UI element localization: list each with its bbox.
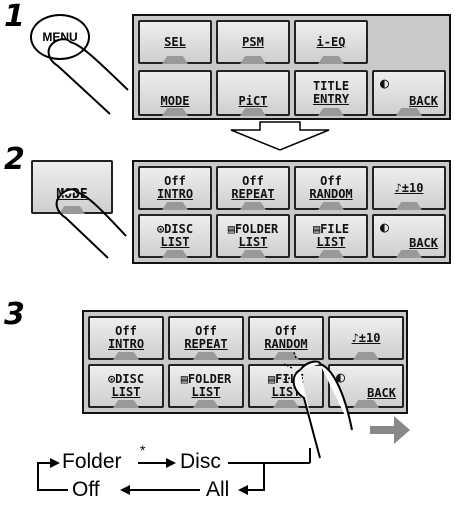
step-number-2: 2 xyxy=(4,145,25,175)
back-button[interactable]: ◐BACK xyxy=(372,70,446,116)
step-number-3: 3 xyxy=(4,300,25,330)
pressing-hand-icon-3 xyxy=(280,350,370,460)
mode-menu-button[interactable]: MODE xyxy=(138,70,212,116)
back-dial-icon: ◐ xyxy=(380,76,389,92)
pressing-hand-icon xyxy=(40,30,130,120)
step-number-1: 1 xyxy=(4,2,25,32)
cycle-off-label: Off xyxy=(72,478,100,502)
back-dial-icon-2: ◐ xyxy=(380,220,389,236)
cycle-all-label: All xyxy=(206,478,229,502)
sel-button[interactable]: SEL xyxy=(138,20,212,64)
down-arrow-icon xyxy=(225,120,335,152)
folder-asterisk: * xyxy=(140,442,145,458)
skip-10-button[interactable]: ♪±10 xyxy=(372,166,446,210)
cycle-disc-label: Disc xyxy=(180,450,221,474)
i-eq-button[interactable]: i-EQ xyxy=(294,20,368,64)
cycle-folder-label: Folder xyxy=(62,450,122,474)
pressing-hand-icon-2 xyxy=(48,180,128,260)
psm-button[interactable]: PSM xyxy=(216,20,290,64)
right-arrow-icon xyxy=(368,412,412,448)
pict-button[interactable]: PiCT xyxy=(216,70,290,116)
back-button-2[interactable]: ◐BACK xyxy=(372,214,446,258)
